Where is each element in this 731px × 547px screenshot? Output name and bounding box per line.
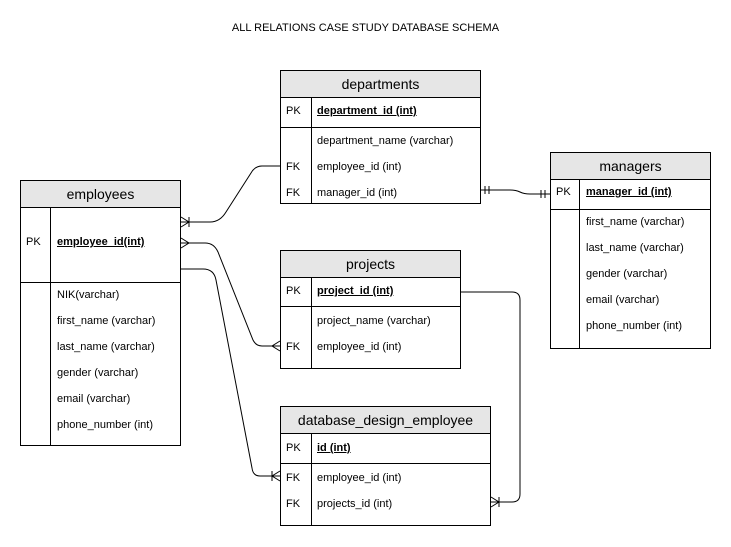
crow-foot-marker	[271, 340, 281, 352]
field-key: FK	[286, 472, 301, 484]
field-name: employee_id (int)	[317, 161, 402, 173]
field-name: first_name (varchar)	[586, 216, 685, 228]
diagram-title: ALL RELATIONS CASE STUDY DATABASE SCHEMA	[231, 22, 500, 34]
relation-dde-projects	[461, 291, 521, 503]
entity-title: departments	[281, 71, 480, 98]
field-name: NIK(varchar)	[57, 289, 120, 301]
field-key: FK	[286, 187, 301, 199]
pk-key: PK	[26, 236, 41, 248]
entity-departments: departments PK department_id (int) depar…	[280, 70, 481, 204]
pk-field: project_id (int)	[317, 285, 394, 297]
field-name: phone_number (int)	[586, 320, 683, 332]
pk-field: department_id (int)	[317, 105, 417, 117]
field-name: last_name (varchar)	[586, 242, 684, 254]
crow-foot-marker	[271, 470, 281, 482]
entity-managers: managers PK manager_id (int) first_name …	[550, 152, 711, 349]
relation-departments-employees	[181, 165, 280, 223]
field-key: FK	[286, 341, 301, 353]
pk-key: PK	[286, 442, 301, 454]
pk-key: PK	[286, 285, 301, 297]
field-name: manager_id (int)	[317, 187, 398, 199]
entity-title: managers	[551, 153, 710, 180]
field-name: projects_id (int)	[317, 498, 393, 510]
one-marker	[484, 186, 490, 194]
entity-employees: employees PK employee_id(int) NIK(varcha…	[20, 180, 181, 446]
entity-title: database_design_employee	[281, 407, 490, 434]
field-name: gender (varchar)	[57, 367, 139, 379]
pk-key: PK	[286, 105, 301, 117]
entity-database-design-employee: database_design_employee PK id (int) FK …	[280, 406, 491, 526]
relation-departments-managers	[481, 189, 550, 195]
field-name: phone_number (int)	[57, 419, 154, 431]
pk-field: id (int)	[317, 442, 351, 454]
crow-foot-marker	[180, 237, 190, 249]
field-name: employee_id (int)	[317, 341, 402, 353]
field-name: project_name (varchar)	[317, 315, 431, 327]
pk-key: PK	[556, 186, 571, 198]
field-name: gender (varchar)	[586, 268, 668, 280]
relation-projects-employees	[181, 242, 280, 347]
field-name: last_name (varchar)	[57, 341, 155, 353]
crow-foot-marker	[180, 216, 190, 228]
pk-field: employee_id(int)	[57, 236, 145, 248]
entity-title: employees	[21, 181, 180, 208]
field-name: employee_id (int)	[317, 472, 402, 484]
relation-dde-employees	[181, 268, 280, 477]
crow-foot-marker	[490, 496, 500, 508]
field-name: first_name (varchar)	[57, 315, 156, 327]
entity-title: projects	[281, 251, 460, 278]
pk-field: manager_id (int)	[586, 186, 672, 198]
field-name: department_name (varchar)	[317, 135, 454, 147]
entity-projects: projects PK project_id (int) project_nam…	[280, 250, 461, 369]
field-name: email (varchar)	[57, 393, 131, 405]
one-marker	[540, 190, 546, 198]
field-key: FK	[286, 161, 301, 173]
field-name: email (varchar)	[586, 294, 660, 306]
field-key: FK	[286, 498, 301, 510]
